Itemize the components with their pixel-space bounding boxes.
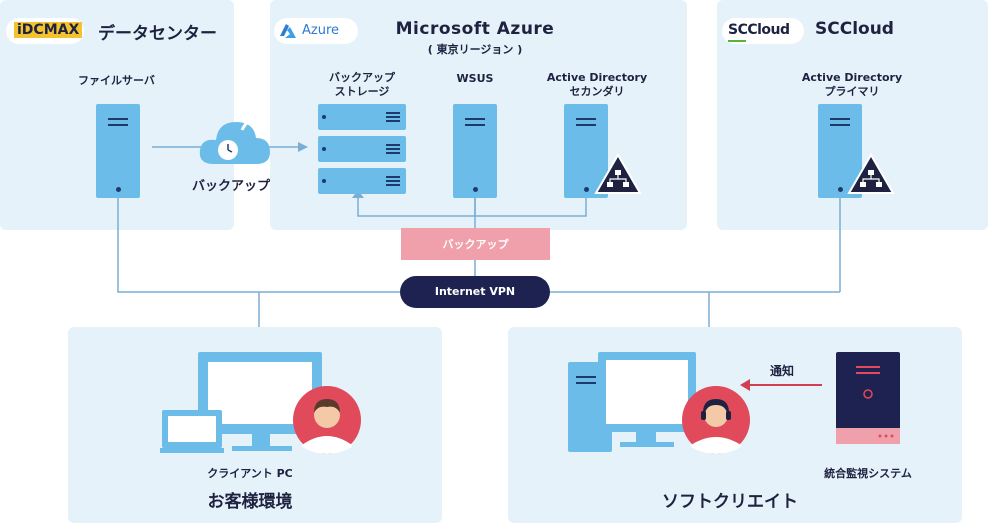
vpn-label: Internet VPN [434,285,516,298]
sccloud-logo: SCCloud [722,18,804,44]
backup-storage-label: バックアップ ストレージ [329,71,395,98]
customer-avatar [293,386,361,454]
azure-region: ( 東京リージョン ) [427,43,523,56]
ad-secondary-server [564,104,608,198]
notify-label: 通知 [770,364,795,378]
ad-warning-icon [594,153,642,194]
wsus-label: WSUS [456,72,494,85]
azure-backup-box: バックアップ [401,228,550,260]
operator-avatar [682,386,750,454]
idcmax-logo-text: iDCMAX [14,22,83,38]
azure-logo-icon [280,24,296,38]
azure-backup-box-label: バックアップ [442,238,509,251]
notify-arrow [740,379,822,391]
datacenter-backup-label: バックアップ [192,179,271,194]
file-server-label: ファイルサーバ [78,74,155,87]
monitoring-server-illustration [836,352,900,444]
sccloud-title: SCCloud [815,19,894,39]
wsus-server [453,104,497,198]
datacenter-title: データセンター [98,24,217,44]
cloud-backup-icon [199,114,270,164]
softcreate-title: ソフトクリエイト [662,492,798,512]
ad-secondary-label: Active Directory セカンダリ [546,71,648,98]
customer-title: お客様環境 [207,492,293,512]
azure-logo-text: Azure [302,23,340,38]
azure-title: Microsoft Azure [395,19,555,39]
storage-unit [318,168,406,194]
storage-unit [318,136,406,162]
storage-unit [318,104,406,130]
softcreate-pc-illustration [568,352,696,452]
backup-storage [318,104,406,194]
azure-logo: Azure [274,18,358,44]
idcmax-logo: iDCMAX [6,18,84,44]
monitor-label: 統合監視システム [824,467,912,480]
vpn-pill: Internet VPN [400,276,550,308]
client-pc-label: クライアント PC [207,467,293,480]
ad-primary-warning-icon [847,153,895,194]
file-server [96,104,140,198]
sccloud-logo-text: SCCloud [728,22,790,38]
sccloud-logo-accent [728,40,746,42]
client-pc-illustration [160,352,322,453]
ad-primary-label: Active Directory プライマリ [801,71,903,98]
ad-primary-server [818,104,862,198]
